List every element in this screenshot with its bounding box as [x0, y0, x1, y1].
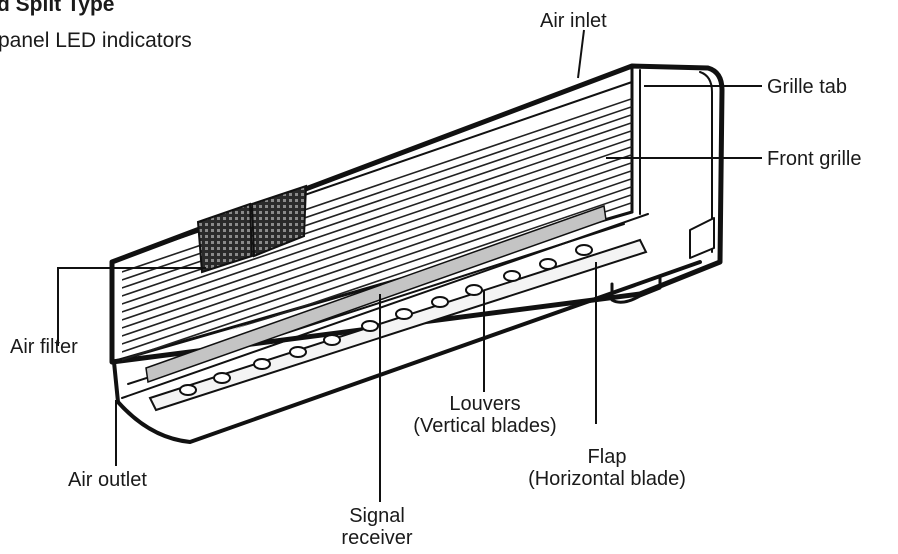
label-louvers: Louvers (Vertical blades) — [390, 393, 580, 437]
label-front-grille: Front grille — [767, 148, 862, 170]
air-filter-mesh — [196, 184, 308, 274]
leader-air-filter — [57, 267, 206, 346]
leader-air-inlet — [577, 29, 585, 79]
label-signal-receiver: Signal receiver — [322, 505, 432, 549]
label-flap: Flap (Horizontal blade) — [496, 446, 718, 490]
label-air-inlet: Air inlet — [540, 10, 607, 32]
label-flap-line2: (Horizontal blade) — [528, 468, 686, 490]
label-signal-line2: receiver — [341, 527, 413, 549]
diagram-subtitle: panel LED indicators — [0, 29, 192, 52]
label-air-outlet: Air outlet — [68, 469, 147, 491]
diagram-title: d Split Type — [0, 0, 115, 16]
label-grille-tab: Grille tab — [767, 76, 848, 98]
leader-lines — [57, 29, 762, 502]
label-signal-line1: Signal — [349, 505, 405, 527]
signal-receiver-strip — [145, 204, 607, 384]
label-air-filter: Air filter — [10, 336, 78, 358]
label-flap-line1: Flap — [587, 446, 627, 468]
label-louvers-line1: Louvers — [449, 393, 521, 415]
louvers — [148, 238, 648, 412]
label-louvers-line2: (Vertical blades) — [413, 415, 557, 437]
